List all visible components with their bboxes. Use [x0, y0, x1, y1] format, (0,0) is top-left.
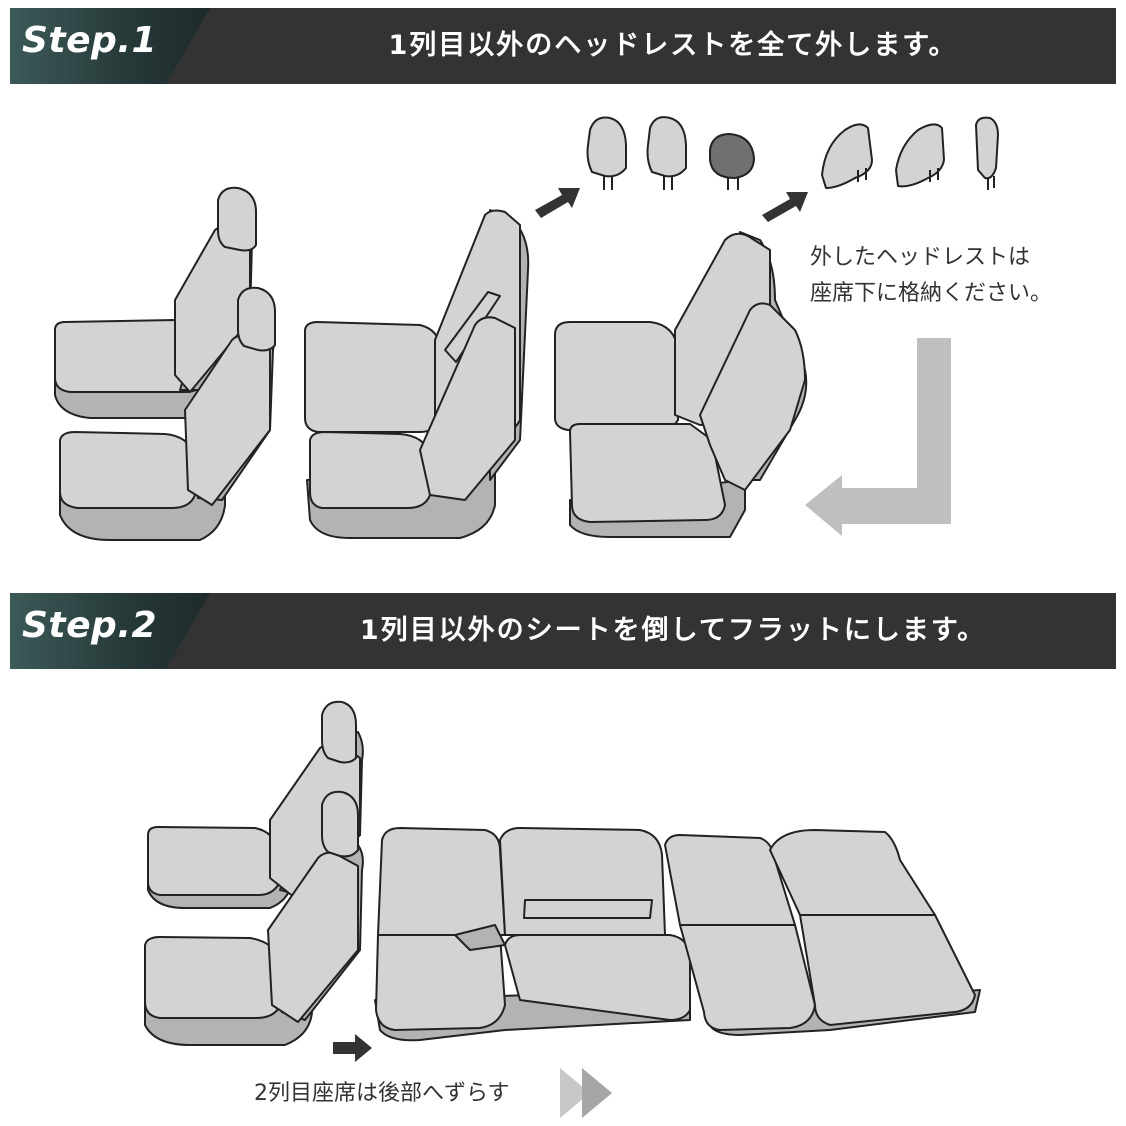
storage-arrow-icon: [805, 338, 951, 536]
slide-caption: 2列目座席は後部へずらす: [254, 1081, 510, 1106]
step1-banner: Step.1 1列目以外のヘッドレストを全て外します。: [10, 8, 1116, 84]
headrest-pins: [929, 168, 939, 182]
arrow-icon: [535, 188, 580, 218]
front-seats-step2: [144, 700, 364, 1046]
step2-label: Step.2: [22, 605, 158, 646]
storage-note-line2: 座席下に格納ください。: [810, 281, 1053, 306]
headrest-icon: [821, 123, 873, 189]
flattened-seats: [374, 827, 981, 1042]
third-row-front-back: [699, 302, 806, 491]
third-row-flat-rear-right: [769, 829, 936, 916]
third-row-front-cushion: [569, 423, 726, 523]
front-seat-front-headrest: [321, 790, 359, 858]
storage-note-line1: 外したヘッドレストは: [810, 245, 1031, 270]
step1-label: Step.1: [22, 20, 158, 61]
front-seat-front-cushion: [144, 936, 281, 1019]
front-seats-step1: [54, 186, 276, 541]
second-row-rear-cushion: [304, 321, 441, 433]
headrest-pins: [663, 176, 673, 190]
second-row-flat-rear: [377, 827, 506, 936]
third-row-flat-front-right: [799, 914, 976, 1026]
arrow-icon: [333, 1034, 372, 1062]
second-row-front-cushion: [309, 431, 431, 509]
headrest-icon: [586, 116, 627, 178]
third-row-rear-cushion: [554, 321, 679, 431]
front-seat-front-headrest: [237, 286, 276, 352]
front-seat-front-cushion: [59, 431, 196, 509]
step2-title: 1列目以外のシートを倒してフラットにします。: [359, 615, 987, 646]
headrest-pins: [727, 178, 739, 190]
front-seat-rear-headrest: [217, 186, 257, 252]
headrest-pins: [987, 176, 995, 190]
third-row-flat-front-left: [679, 924, 816, 1031]
headrest-icon: [895, 123, 945, 188]
second-row-flat-front-left: [375, 934, 506, 1031]
headrest-pins: [857, 168, 867, 182]
headrest-icon: [646, 116, 687, 178]
headrest-icon: [975, 116, 999, 180]
step2-banner: Step.2 1列目以外のシートを倒してフラットにします。: [10, 593, 1116, 669]
armrest-slot: [444, 291, 501, 363]
step1-title: 1列目以外のヘッドレストを全て外します。: [388, 30, 958, 61]
chevron-right-icon: [582, 1068, 612, 1118]
headrest-icon: [709, 132, 756, 180]
front-seat-rear-headrest: [321, 700, 357, 764]
front-seat-rear-cushion: [147, 826, 279, 896]
armrest-slot: [523, 899, 653, 919]
storage-note: 外したヘッドレストは 座席下に格納ください。: [810, 240, 1052, 312]
headrest-pins: [603, 176, 613, 190]
second-row-front-back: [419, 316, 516, 501]
removed-headrests: [586, 116, 999, 190]
second-row-step1: [304, 209, 530, 539]
arrow-icon: [762, 192, 808, 222]
chevron-right-icon: [560, 1068, 590, 1118]
third-row-step1: [554, 231, 808, 538]
